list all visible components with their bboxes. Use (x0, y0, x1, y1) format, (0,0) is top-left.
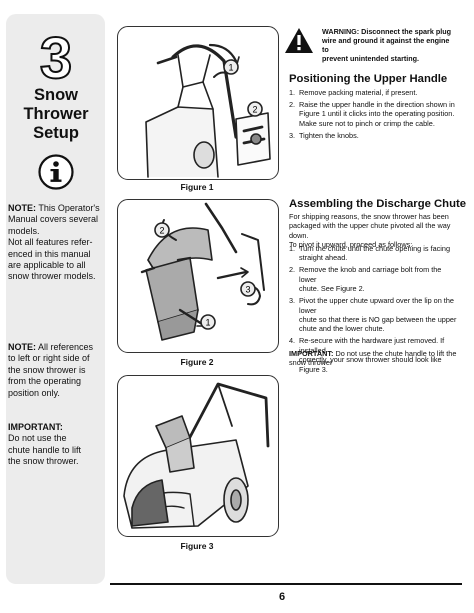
note-text: All references (38, 342, 94, 352)
step-item: 2.Remove the knob and carriage bolt from… (289, 265, 457, 293)
note-label: IMPORTANT: (8, 422, 63, 432)
intro-line: packaged with the upper chute pivoted al… (289, 221, 451, 240)
figure-1-callout-2: 2 (252, 105, 257, 115)
step-text: correctly, your snow thrower should look… (299, 355, 442, 374)
step-item: 3.Pivot the upper chute upward over the … (289, 296, 457, 334)
step-number-graphic: 3 (39, 28, 73, 84)
warning-icon (285, 28, 313, 53)
step-text: Remove packing material, if present. (299, 88, 418, 97)
note-text: models. (8, 225, 40, 236)
step-text: Figure 1 until it clicks into the operat… (299, 109, 455, 119)
upper-handle-heading: Positioning the Upper Handle (289, 73, 448, 85)
discharge-chute-steps: 1.Turn the chute until the chute opening… (289, 244, 457, 377)
figure-2-callout-2: 2 (159, 226, 164, 236)
note-text: the snow thrower is (8, 364, 86, 375)
figure-3 (117, 375, 279, 537)
sidebar (6, 14, 105, 584)
note-text: This Operator's (38, 203, 100, 213)
step-number: 2. (289, 100, 296, 109)
title-line: Snow (34, 86, 78, 104)
title-line: Setup (33, 124, 79, 142)
note-text: are applicable to all (8, 260, 86, 271)
info-icon (38, 154, 74, 190)
step-number: 3 (40, 28, 72, 84)
step-number: 1. (289, 88, 296, 97)
step-number: 3. (289, 130, 296, 140)
figure-3-illustration (123, 382, 270, 529)
note-text: Not all features refer- (8, 237, 93, 248)
note-text: enced in this manual (8, 248, 91, 259)
upper-handle-steps: 1.Remove packing material, if present. 2… (289, 88, 457, 143)
discharge-chute-intro: For shipping reasons, the snow thrower h… (289, 212, 457, 250)
step-number: 1. (289, 244, 296, 253)
step-item: 2.Raise the upper handle in the directio… (289, 100, 457, 128)
important-text: Do not use the chute handle to lift the (335, 349, 457, 358)
warning-text: WARNING: Disconnect the spark plug wire … (322, 27, 456, 63)
step-text: Remove the knob and carriage bolt from t… (299, 265, 442, 284)
step-text: Raise the upper handle in the direction … (299, 100, 455, 109)
warning-line: prevent unintended starting. (322, 54, 420, 63)
note-models: NOTE: This Operator's Manual covers seve… (8, 203, 100, 283)
step-item: 4.Re-secure with the hardware just remov… (289, 336, 457, 374)
note-label: NOTE: (8, 342, 36, 352)
step-text: Make sure not to pinch or crimp the cabl… (299, 118, 435, 128)
important-text: snow thrower (289, 358, 333, 368)
note-text: from the operating (8, 376, 82, 387)
figure-3-caption: Figure 3 (180, 541, 214, 551)
step-number: 4. (289, 336, 296, 346)
figure-1-illustration: 1 2 (145, 43, 271, 178)
note-text: position only. (8, 387, 60, 398)
step-text: chute. See Figure 2. (299, 284, 365, 294)
step-text: chute and the lower chute. (299, 324, 385, 334)
figure-1: 1 2 (117, 26, 279, 180)
step-text: Tighten the knobs. (299, 130, 359, 140)
footer-rule (110, 583, 462, 585)
intro-line: For shipping reasons, the snow thrower h… (289, 212, 449, 221)
note-label: NOTE: (8, 203, 36, 213)
step-item: 1.Turn the chute until the chute opening… (289, 244, 457, 263)
figure-1-caption: Figure 1 (180, 182, 214, 192)
figure-2: 2 3 1 (117, 199, 279, 353)
warning-line: wire and ground it against the engine to (322, 36, 450, 54)
step-number: 3. (289, 296, 296, 306)
note-important: IMPORTANT: Do not use the chute handle t… (8, 422, 100, 468)
page-number: 6 (279, 591, 286, 603)
step-text: chute so that there is NO gap between th… (299, 315, 457, 325)
figure-1-callout-1: 1 (228, 63, 233, 73)
note-text: to left or right side of (8, 353, 90, 364)
step-text: Turn the chute until the chute opening i… (299, 244, 451, 253)
important-label: IMPORTANT: (289, 349, 334, 358)
step-item: 3.Tighten the knobs. (289, 131, 457, 140)
step-text: Pivot the upper chute upward over the li… (299, 296, 454, 315)
discharge-chute-heading: Assembling the Discharge Chute (289, 198, 467, 210)
figure-2-illustration: 2 3 1 (140, 202, 265, 341)
note-text: snow thrower models. (8, 271, 96, 282)
figure-2-callout-1: 1 (205, 318, 210, 328)
note-text: the snow thrower. (8, 456, 79, 467)
step-text: straight ahead. (299, 253, 348, 263)
note-text: Manual covers several (8, 214, 99, 225)
step-item: 1.Remove packing material, if present. (289, 88, 457, 97)
warning-line: WARNING: Disconnect the spark plug (322, 27, 451, 36)
step-number: 2. (289, 265, 296, 275)
step-text: Re-secure with the hardware just removed… (299, 336, 445, 355)
title-line: Thrower (23, 105, 89, 123)
chute-important-note: IMPORTANT: Do not use the chute handle t… (289, 349, 457, 368)
section-title: Snow Thrower Setup (12, 86, 100, 143)
figure-2-callout-3: 3 (245, 285, 250, 295)
note-sides: NOTE: All references to left or right si… (8, 342, 100, 399)
note-text: chute handle to lift (8, 444, 82, 455)
intro-line: To pivot it upward, proceed as follows: (289, 240, 413, 250)
note-text: Do not use the (8, 433, 67, 444)
figure-2-caption: Figure 2 (180, 357, 214, 367)
